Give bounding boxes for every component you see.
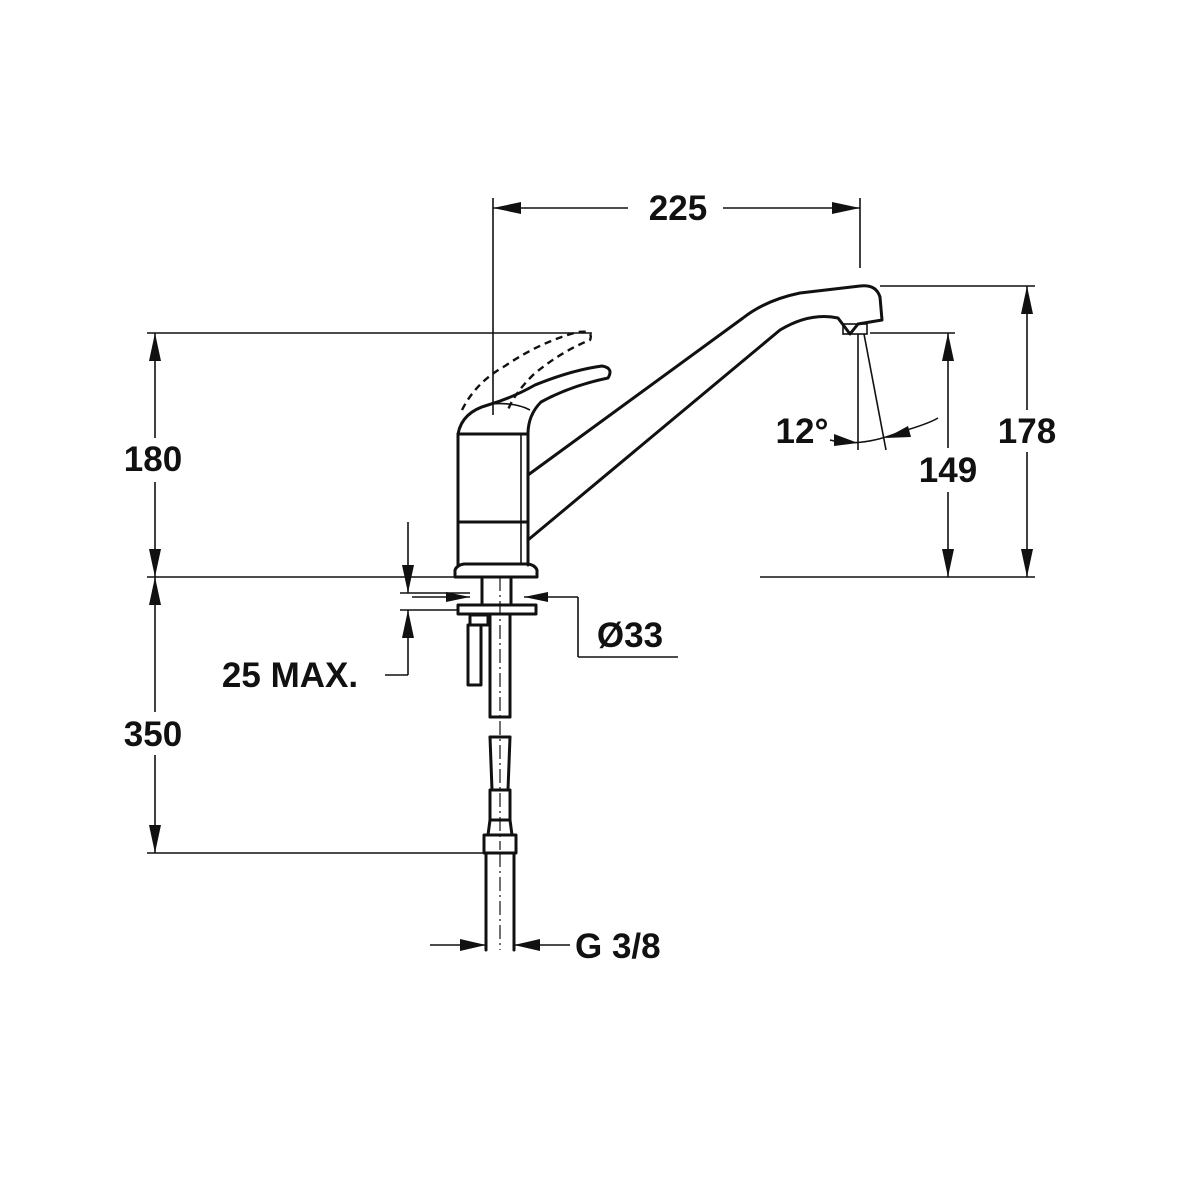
arrow xyxy=(942,333,954,361)
threaded-stud xyxy=(466,623,483,687)
arrow xyxy=(942,549,954,577)
arrow xyxy=(1021,549,1033,577)
dim-label-12-deg: 12° xyxy=(776,412,829,451)
arrow xyxy=(446,592,470,602)
dim-label-25-max: 25 MAX. xyxy=(222,656,358,695)
dim-mounting-thickness: 25 MAX. xyxy=(222,522,470,695)
arrow xyxy=(402,565,414,593)
dim-label-225: 225 xyxy=(649,189,707,228)
arrow xyxy=(524,592,548,602)
lever-detail xyxy=(489,402,531,411)
dim-outlet-height: 149 xyxy=(870,332,977,577)
faucet-outline xyxy=(453,284,884,579)
arrow xyxy=(886,426,911,438)
hose-lower xyxy=(488,735,494,792)
faucet-lever xyxy=(456,364,612,436)
dim-label-180: 180 xyxy=(124,440,182,479)
faucet-spout xyxy=(526,284,884,542)
arrow xyxy=(149,825,161,853)
arrow xyxy=(149,333,161,361)
dim-label-diameter-33: Ø33 xyxy=(597,616,663,655)
arrow xyxy=(493,202,521,214)
dim-hole-diameter: Ø33 xyxy=(412,592,678,658)
dim-label-178: 178 xyxy=(998,412,1056,451)
arrow xyxy=(1021,286,1033,314)
dim-swivel-angle: 12° xyxy=(776,333,939,451)
arrow xyxy=(402,610,414,638)
faucet-body xyxy=(456,432,530,567)
dim-spout-reach: 225 xyxy=(492,189,861,415)
arrow xyxy=(460,939,486,951)
faucet-base xyxy=(453,562,539,579)
dim-spout-height: 178 xyxy=(760,285,1056,578)
dim-body-height: 180 xyxy=(124,332,592,578)
dim-label-350: 350 xyxy=(124,715,182,754)
arrow xyxy=(832,202,860,214)
mounting-fittings xyxy=(456,575,538,952)
arrow xyxy=(149,549,161,577)
arrow xyxy=(149,577,161,605)
mounting-washer xyxy=(456,603,538,616)
dim-label-149: 149 xyxy=(919,451,977,490)
arrow xyxy=(834,434,858,446)
faucet-lever-open xyxy=(460,330,592,411)
arrow xyxy=(514,939,540,951)
dim-connection-thread: G 3/8 xyxy=(430,927,661,966)
dim-hose-length: 350 xyxy=(124,577,484,854)
dim-label-g-3-8: G 3/8 xyxy=(575,927,661,966)
aerator xyxy=(842,323,868,335)
